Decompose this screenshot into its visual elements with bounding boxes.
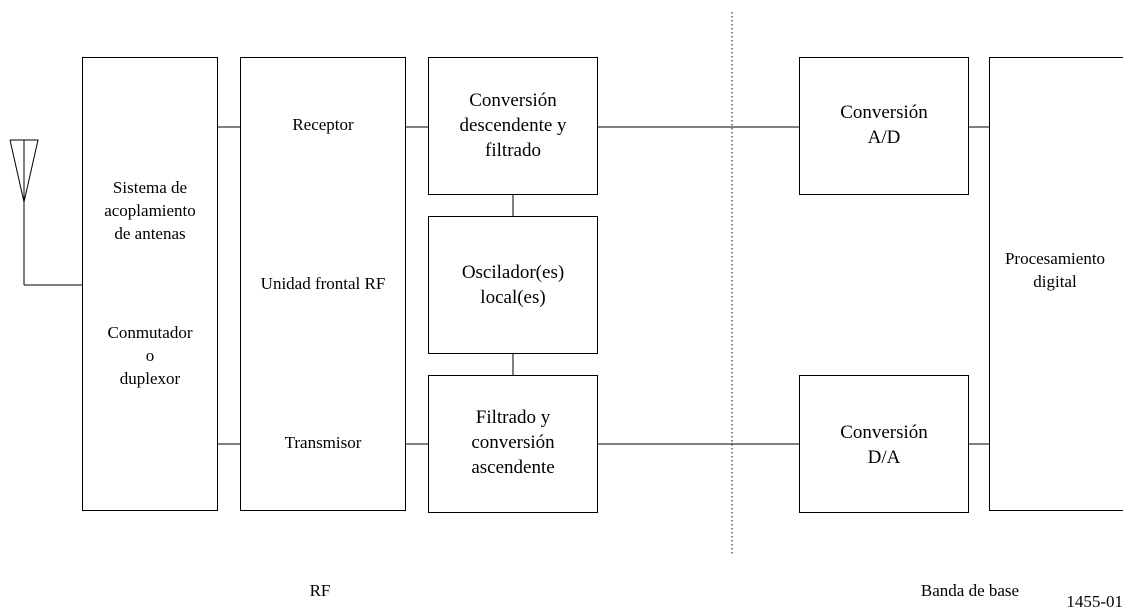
local-oscillator-box bbox=[428, 216, 598, 354]
antenna-coupling-label: Sistema de acoplamiento de antenas bbox=[104, 178, 196, 243]
region-rf-label: RF bbox=[309, 581, 331, 600]
downconversion-box bbox=[428, 57, 598, 195]
antenna-coupling-box bbox=[82, 57, 218, 511]
ad-conversion-label: Conversión A/D bbox=[840, 102, 928, 148]
upconversion-label: Filtrado y conversión ascendente bbox=[471, 407, 555, 478]
transmitter-label: Transmisor bbox=[284, 433, 362, 452]
digital-processing-box bbox=[989, 57, 1123, 511]
region-baseband-label: Banda de base bbox=[920, 581, 1020, 600]
local-oscillator-label: Oscilador(es) local(es) bbox=[461, 262, 565, 308]
upconversion-box bbox=[428, 375, 598, 513]
figure-id: 1455-01 bbox=[1066, 592, 1123, 611]
da-conversion-box bbox=[799, 375, 969, 513]
switch-duplexer-label: Conmutador o duplexor bbox=[107, 323, 193, 388]
antenna-icon bbox=[9, 139, 82, 286]
downconversion-label: Conversión descendente y filtrado bbox=[459, 90, 567, 161]
receiver-label: Receptor bbox=[292, 115, 354, 134]
rf-front-end-label: Unidad frontal RF bbox=[260, 274, 386, 293]
da-conversion-label: Conversión D/A bbox=[840, 422, 928, 468]
digital-processing-label: Procesamiento digital bbox=[1004, 249, 1106, 291]
rf-front-end-box bbox=[240, 57, 406, 511]
ad-conversion-box bbox=[799, 57, 969, 195]
